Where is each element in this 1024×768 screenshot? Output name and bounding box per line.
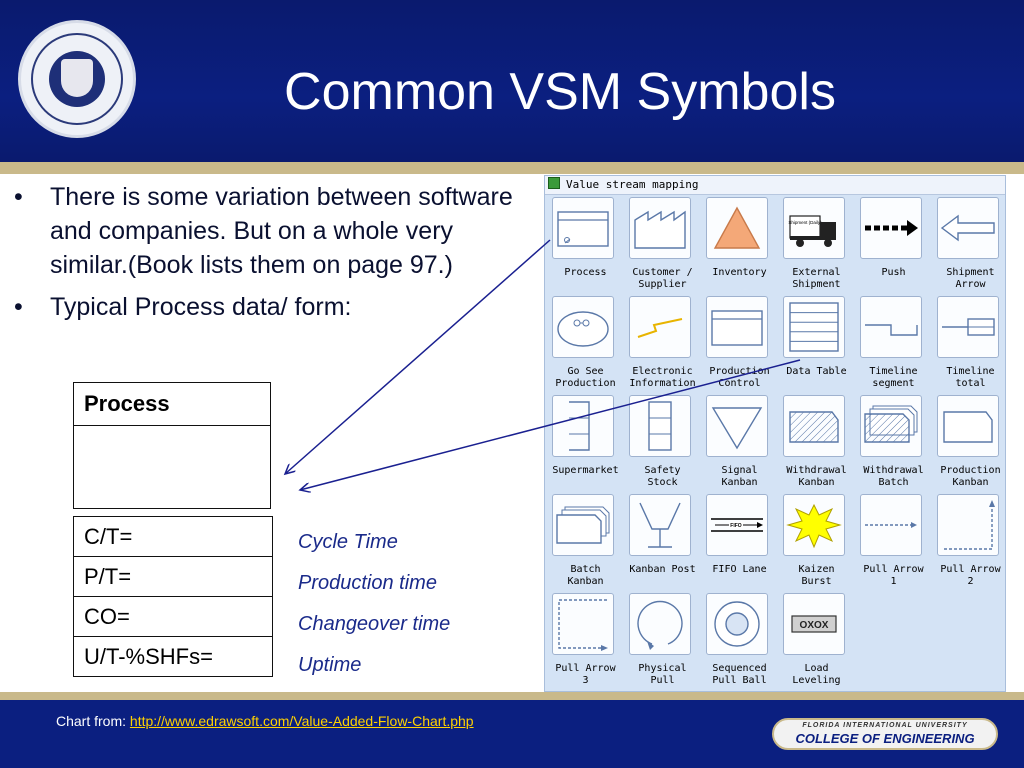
explanation-production-time: Production time xyxy=(298,572,437,594)
symbol-timeline-segment[interactable]: Timeline segment xyxy=(855,296,932,395)
symbol-inventory[interactable]: Inventory xyxy=(701,197,778,296)
symbol-timeline-total[interactable]: Timeline total xyxy=(932,296,1009,395)
production-control-icon xyxy=(711,310,763,346)
kaizen-burst-icon xyxy=(786,503,842,549)
shipment-arrow-icon xyxy=(940,214,995,242)
symbol-go-see[interactable]: Go See Production xyxy=(547,296,624,395)
push-arrow-icon xyxy=(865,220,918,236)
process-icon xyxy=(557,211,609,247)
data-row-co: CO= xyxy=(73,596,273,637)
symbol-physical-pull[interactable]: Physical Pull xyxy=(624,593,701,692)
symbol-production-control[interactable]: Production Control xyxy=(701,296,778,395)
panel-grid-icon xyxy=(548,177,560,189)
bullet-dot-icon: • xyxy=(14,293,23,321)
symbol-pull-arrow-3[interactable]: Pull Arrow 3 xyxy=(547,593,624,692)
footer-source: Chart from: http://www.edrawsoft.com/Val… xyxy=(56,713,474,729)
batch-kanban-icon xyxy=(556,506,610,544)
svg-text:Shipment (Daily): Shipment (Daily) xyxy=(788,220,822,225)
symbol-withdrawal-batch[interactable]: Withdrawal Batch xyxy=(855,395,932,494)
bullet-dot-icon: • xyxy=(14,183,23,211)
symbol-pull-arrow-1[interactable]: Pull Arrow 1 xyxy=(855,494,932,593)
load-leveling-icon: OXOX xyxy=(791,615,837,633)
withdrawal-kanban-icon xyxy=(789,411,839,443)
production-kanban-icon xyxy=(943,411,993,443)
symbol-load-leveling[interactable]: OXOX Load Leveling xyxy=(778,593,855,692)
sequenced-pull-ball-icon xyxy=(714,601,760,647)
symbol-supermarket[interactable]: Supermarket xyxy=(547,395,624,494)
explanation-changeover-time: Changeover time xyxy=(298,613,451,635)
svg-text:FIFO: FIFO xyxy=(730,523,741,529)
process-box: Process xyxy=(73,382,271,509)
symbol-process[interactable]: Process xyxy=(547,197,624,296)
symbol-signal-kanban[interactable]: Signal Kanban xyxy=(701,395,778,494)
symbol-kaizen-burst[interactable]: Kaizen Burst xyxy=(778,494,855,593)
pull-arrow-3-icon xyxy=(558,599,608,651)
bullet-item: •There is some variation between softwar… xyxy=(14,180,514,282)
symbol-batch-kanban[interactable]: Batch Kanban xyxy=(547,494,624,593)
vsm-symbol-panel: Value stream mapping Process Customer / … xyxy=(544,175,1006,692)
timeline-segment-icon xyxy=(865,324,918,336)
bullet-list: •There is some variation between softwar… xyxy=(14,180,514,332)
data-row-pt: P/T= xyxy=(73,556,273,597)
factory-icon xyxy=(634,210,686,249)
physical-pull-icon xyxy=(637,600,683,650)
slide-title: Common VSM Symbols xyxy=(284,63,836,121)
fifo-lane-icon: FIFO xyxy=(711,518,763,532)
triangle-inventory-icon xyxy=(713,206,761,249)
process-box-header: Process xyxy=(73,382,271,426)
data-row-ut: U/T-%SHFs= xyxy=(73,636,273,677)
symbol-data-table[interactable]: Data Table xyxy=(778,296,855,395)
bullet-item: •Typical Process data/ form: xyxy=(14,290,514,324)
withdrawal-batch-icon xyxy=(864,405,918,443)
data-table-icon xyxy=(789,302,839,352)
symbol-withdrawal-kanban[interactable]: Withdrawal Kanban xyxy=(778,395,855,494)
symbol-fifo-lane[interactable]: FIFO FIFO Lane xyxy=(701,494,778,593)
panel-title-bar: Value stream mapping xyxy=(545,176,1005,195)
symbol-shipment-arrow[interactable]: Shipment Arrow xyxy=(932,197,1009,296)
symbol-electronic-information[interactable]: Electronic Information xyxy=(624,296,701,395)
eyeglasses-icon xyxy=(557,311,609,347)
symbol-safety-stock[interactable]: Safety Stock xyxy=(624,395,701,494)
gold-divider-bottom xyxy=(0,692,1024,700)
symbol-customer-supplier[interactable]: Customer / Supplier xyxy=(624,197,701,296)
gold-divider-top xyxy=(0,162,1024,174)
symbol-kanban-post[interactable]: Kanban Post xyxy=(624,494,701,593)
symbol-pull-arrow-2[interactable]: Pull Arrow 2 xyxy=(932,494,1009,593)
explanation-uptime: Uptime xyxy=(298,654,362,676)
supermarket-icon xyxy=(569,401,590,451)
kanban-post-icon xyxy=(639,502,681,548)
symbol-push[interactable]: Push xyxy=(855,197,932,296)
truck-icon: Shipment (Daily) xyxy=(788,215,836,247)
pull-arrow-1-icon xyxy=(865,522,917,528)
pull-arrow-2-icon xyxy=(944,500,995,550)
symbol-sequenced-pull-ball[interactable]: Sequenced Pull Ball xyxy=(701,593,778,692)
lightning-icon xyxy=(637,318,683,338)
safety-stock-icon xyxy=(648,401,672,451)
symbol-production-kanban[interactable]: Production Kanban xyxy=(932,395,1009,494)
explanation-cycle-time: Cycle Time xyxy=(298,531,398,553)
symbol-external-shipment[interactable]: Shipment (Daily) External Shipment xyxy=(778,197,855,296)
college-of-engineering-logo: FLORIDA INTERNATIONAL UNIVERSITY COLLEGE… xyxy=(772,718,998,750)
process-data-table: C/T= P/T= CO= U/T-%SHFs= xyxy=(73,516,273,677)
process-box-body xyxy=(73,425,271,509)
data-row-ct: C/T= xyxy=(73,516,273,557)
source-link[interactable]: http://www.edrawsoft.com/Value-Added-Flo… xyxy=(129,713,474,729)
timeline-total-icon xyxy=(942,318,995,336)
inverted-triangle-icon xyxy=(711,407,763,450)
university-seal-logo xyxy=(18,20,136,138)
svg-text:OXOX: OXOX xyxy=(800,620,829,631)
title-bar xyxy=(0,0,1024,162)
